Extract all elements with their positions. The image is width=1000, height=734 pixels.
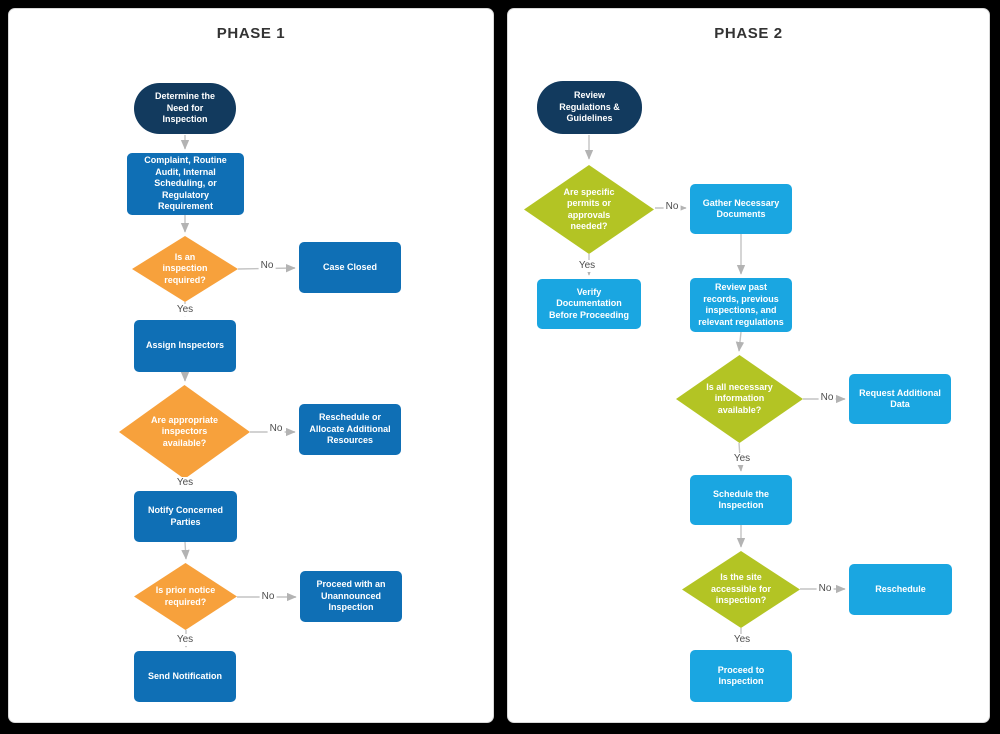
process-label: Assign Inspectors [145,340,225,351]
decision-site-accessible: Is the site accessible for inspection? [682,551,800,628]
decision-info-available: Is all necessary information available? [676,355,803,443]
process-label: Reschedule or Allocate Additional Resour… [309,412,391,446]
process-reschedule: Reschedule [849,564,952,615]
process-label: Schedule the Inspection [712,488,769,511]
process-label: Notify Concerned Parties [147,505,223,527]
process-label: Complaint, Routine Audit, Internal Sched… [144,155,227,212]
process-reschedule-allocate: Reschedule or Allocate Additional Resour… [299,404,401,455]
process-trigger-sources: Complaint, Routine Audit, Internal Sched… [127,153,244,215]
no-label: No [258,260,276,272]
decision-prior-notice: Is prior notice required? [134,563,237,630]
phase2-panel: PHASE 2 Review Regulations & Guidelines … [507,8,990,723]
yes-label: Yes [576,260,598,272]
yes-label: Yes [174,634,196,646]
process-label: Reschedule [875,583,926,594]
no-label: No [816,583,834,595]
decision-label: Is all necessary information available? [706,381,773,415]
phase2-title: PHASE 2 [714,25,783,42]
process-label: Proceed with an Unannounced Inspection [316,579,386,613]
decision-permits-needed: Are specific permits or approvals needed… [524,165,654,254]
yes-label: Yes [174,304,196,316]
process-proceed-to-inspection: Proceed to Inspection [690,650,792,702]
decision-label: Is the site accessible for inspection? [710,572,772,606]
decision-label: Are specific permits or approvals needed… [563,186,615,232]
phase1-panel: PHASE 1 Determine the Need for Inspectio… [8,8,494,723]
process-label: Request Additional Data [859,387,941,410]
process-verify-documentation: Verify Documentation Before Proceeding [537,279,641,329]
no-label: No [267,423,285,435]
start-node-label: Determine the Need for Inspection [154,91,216,125]
process-send-notification: Send Notification [134,651,236,702]
no-label: No [259,591,277,603]
start-node-label: Review Regulations & Guidelines [559,90,620,124]
decision-label: Is prior notice required? [155,585,216,607]
process-label: Review past records, previous inspection… [698,282,784,327]
phase1-title: PHASE 1 [216,25,286,42]
yes-label: Yes [174,477,196,489]
process-schedule-inspection: Schedule the Inspection [690,475,792,525]
phase1-connectors [180,135,297,648]
start-node-review-regulations: Review Regulations & Guidelines [537,81,642,134]
process-label: Proceed to Inspection [717,664,765,687]
no-label: No [663,201,681,213]
process-label: Send Notification [148,670,222,681]
process-label: Gather Necessary Documents [702,197,780,220]
yes-label: Yes [731,453,753,465]
process-notify-parties: Notify Concerned Parties [134,491,237,542]
process-request-additional-data: Request Additional Data [849,374,951,424]
no-label: No [818,392,836,404]
process-label: Verify Documentation Before Proceeding [548,286,630,320]
start-node-determine-need: Determine the Need for Inspection [134,83,236,134]
decision-inspection-required: Is an inspection required? [132,236,238,302]
process-review-records: Review past records, previous inspection… [690,278,792,332]
decision-label: Is an inspection required? [162,251,208,285]
decision-label: Are appropriate inspectors available? [150,414,219,448]
decision-inspectors-available: Are appropriate inspectors available? [119,385,250,479]
process-unannounced-inspection: Proceed with an Unannounced Inspection [300,571,402,622]
process-gather-documents: Gather Necessary Documents [690,184,792,234]
process-assign-inspectors: Assign Inspectors [134,320,236,372]
process-label: Case Closed [322,261,378,272]
process-case-closed: Case Closed [299,242,401,293]
yes-label: Yes [731,634,753,646]
